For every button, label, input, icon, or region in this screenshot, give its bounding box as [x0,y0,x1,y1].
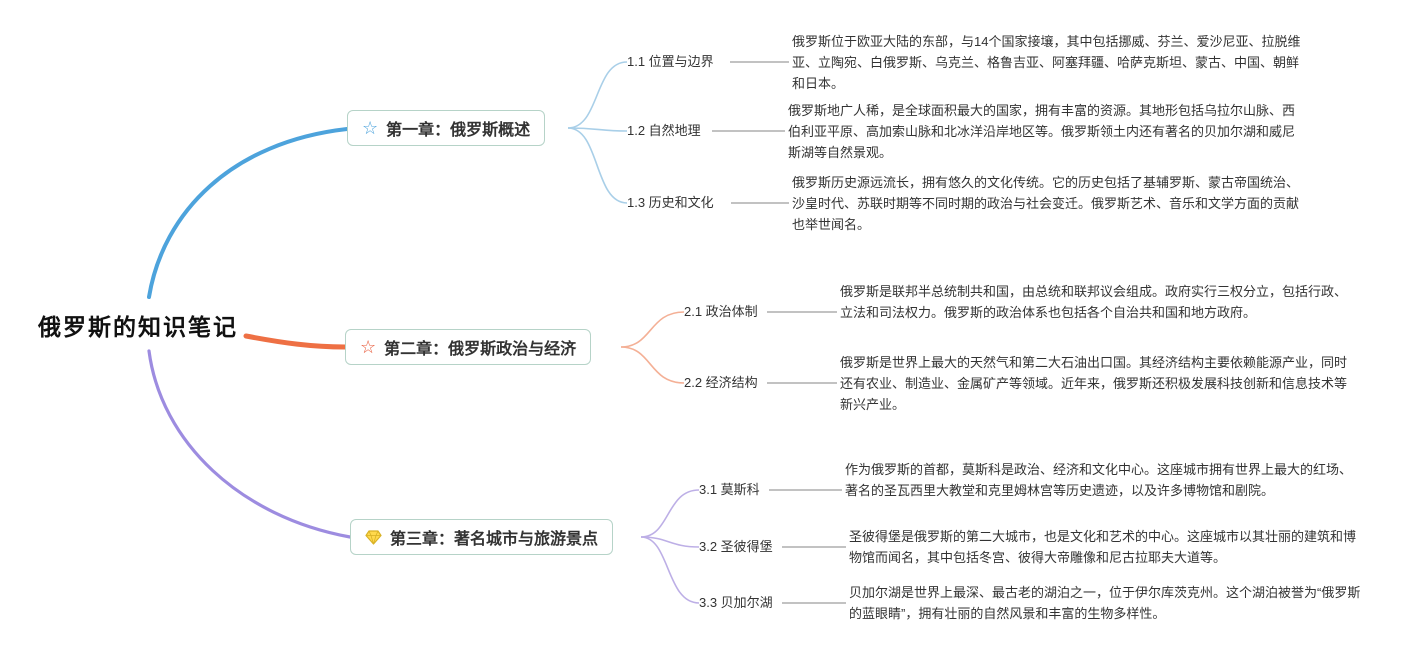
gem-icon [365,529,382,545]
main-branch-3-curve [147,349,352,539]
chapter-node-1[interactable]: ☆ 第一章：俄罗斯概述 [347,110,546,146]
blue-star-icon: ☆ [362,118,379,138]
detail-note-3-1[interactable]: 作为俄罗斯的首都，莫斯科是政治、经济和文化中心。这座城市拥有世界上最大的红场、著… [845,462,1353,498]
branch3-sublink-1 [640,489,700,538]
subtopic-node-1-2[interactable]: 1.2 自然地理 [627,123,701,138]
branch1-sublink-2 [567,127,628,132]
detail-note-2-2[interactable]: 俄罗斯是世界上最大的天然气和第二大石油出口国。其经济结构主要依赖能源产业，同时还… [840,355,1348,412]
detail-note-1-2[interactable]: 俄罗斯地广人稀，是全球面积最大的国家，拥有丰富的资源。其地形包括乌拉尔山脉、西伯… [788,103,1296,160]
subtopic-node-3-2[interactable]: 3.2 圣彼得堡 [699,539,773,554]
subtopic-node-3-3[interactable]: 3.3 贝加尔湖 [699,595,773,610]
detail-note-1-3[interactable]: 俄罗斯历史源远流长，拥有悠久的文化传统。它的历史包括了基辅罗斯、蒙古帝国统治、沙… [792,175,1300,232]
chapter-3-label: 第三章：著名城市与旅游景点 [390,531,599,548]
branch3-sublink-3 [640,536,700,604]
subtopic-node-2-2[interactable]: 2.2 经济结构 [684,375,758,390]
detail-note-1-1[interactable]: 俄罗斯位于欧亚大陆的东部，与14个国家接壤，其中包括挪威、芬兰、爱沙尼亚、拉脱维… [792,34,1301,91]
root-topic[interactable]: 俄罗斯的知识笔记 [38,314,238,340]
detail-note-3-2[interactable]: 圣彼得堡是俄罗斯的第二大城市，也是文化和艺术的中心。这座城市以其壮丽的建筑和博物… [849,529,1357,565]
branch2-sublink-2 [620,346,685,384]
subtopic-node-1-3[interactable]: 1.3 历史和文化 [627,195,714,210]
subtopic-node-3-1[interactable]: 3.1 莫斯科 [699,482,760,497]
chapter-node-3[interactable]: 第三章：著名城市与旅游景点 [350,519,614,555]
red-star-icon: ☆ [360,337,377,357]
branch2-sublink-1 [620,311,685,348]
branch1-sublink-3 [567,127,628,204]
chapter-node-2[interactable]: ☆ 第二章：俄罗斯政治与经济 [345,329,592,365]
branch3-sublink-2 [640,536,700,548]
branch1-sublink-1 [567,61,628,129]
chapter-1-label: 第一章：俄罗斯概述 [386,122,531,139]
detail-note-2-1[interactable]: 俄罗斯是联邦半总统制共和国，由总统和联邦议会组成。政府实行三权分立，包括行政、立… [840,284,1348,320]
main-branch-1-curve [147,127,349,299]
subtopic-node-2-1[interactable]: 2.1 政治体制 [684,304,758,319]
detail-note-3-3[interactable]: 贝加尔湖是世界上最深、最古老的湖泊之一，位于伊尔库茨克州。这个湖泊被誉为“俄罗斯… [849,585,1361,621]
subtopic-node-1-1[interactable]: 1.1 位置与边界 [627,54,714,69]
main-branch-2-curve [243,333,348,350]
chapter-2-label: 第二章：俄罗斯政治与经济 [384,341,577,358]
